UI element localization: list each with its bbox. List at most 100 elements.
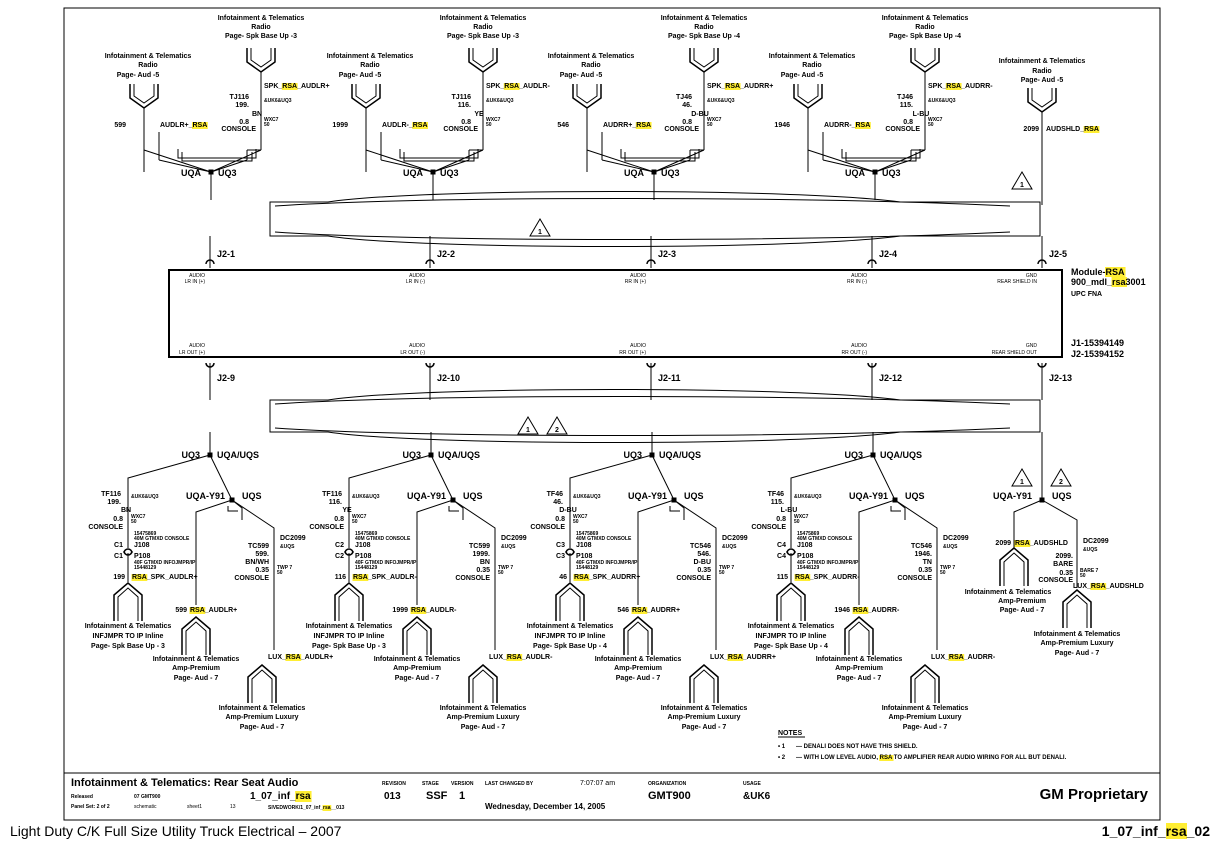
connector-title: INFJMPR TO IP Inline (756, 633, 827, 640)
location: CONSOLE (1038, 577, 1073, 584)
wire-color: BARE (1053, 561, 1073, 568)
splice-id: TF46 (768, 491, 784, 498)
note-mark: • 1 (778, 744, 786, 750)
pin-label: AUDIO (630, 273, 646, 279)
wire (430, 454, 454, 501)
lux-connector-icon-inner (251, 669, 273, 703)
rsa-highlight-box (1111, 277, 1128, 287)
connector-title: Amp-Premium Luxury (446, 714, 519, 721)
label-part: _SPK_AUDRR+ (588, 574, 641, 581)
wire (143, 149, 212, 173)
rsa-highlight: RSA (282, 83, 297, 90)
sheet-label: sheet1 (187, 804, 202, 810)
wire-code: WXC7 (352, 514, 367, 520)
note-number: 2 (1059, 479, 1063, 486)
circuit-number: 115 (777, 574, 788, 581)
shield-bracket (177, 149, 257, 159)
note-1-icon (529, 218, 551, 237)
proprietary-label: GM Proprietary (1040, 786, 1149, 803)
option-uqa-uqs: UQA/UQS (217, 450, 259, 460)
splice-id: TC599 (248, 543, 269, 550)
option-uqa-y91: UQA-Y91 (993, 491, 1032, 501)
label-part: LUX_ (1073, 583, 1091, 590)
label-part: __013 (330, 805, 345, 811)
connector-id: C4 (777, 542, 786, 549)
lux-connector-icon (689, 664, 719, 703)
pin-label: REAR SHIELD OUT (992, 350, 1037, 356)
connector-title: Infotainment & Telematics (440, 15, 527, 22)
connector-title: Infotainment & Telematics (218, 15, 305, 22)
label-part: _AUDRR+ (739, 83, 773, 90)
label-part: _AUDRR- (867, 607, 900, 614)
connector-title: Infotainment & Telematics (527, 623, 614, 630)
label-part: AUDLR+_ (160, 122, 193, 129)
splice-id: TJ116 (452, 94, 472, 101)
connector-j: J108 (797, 542, 813, 549)
circuit-number: 46. (682, 102, 692, 109)
wire-label: SPK_RSA_AUDRR- (928, 83, 993, 90)
pin-label: RR IN (-) (847, 279, 867, 285)
splice-id: DC2099 (1083, 538, 1109, 545)
note-1-icon (1011, 171, 1033, 190)
label-part: _AUDRR- (960, 83, 993, 90)
wire-label: LUX_RSA_AUDSHLD (1073, 583, 1144, 590)
connector-p: P108 (576, 553, 592, 560)
connector-page: Page- Aud -5 (339, 72, 382, 79)
wire (586, 149, 655, 173)
rsa-highlight-box (631, 607, 648, 614)
wire-color: D-BU (559, 507, 577, 514)
connector-j: J108 (355, 542, 371, 549)
label-part: LUX_ (489, 654, 507, 661)
label-part: _AUDLR+ (296, 83, 329, 90)
wire (348, 454, 432, 548)
twist-code: TWP 7 (498, 565, 513, 571)
wire-label: AUDSHLD_RSA (1046, 126, 1099, 133)
page-footer-doc-id: 1_07_inf_rsa_02 (1101, 823, 1210, 839)
option-code: &UK6&UQ3 (928, 98, 956, 104)
option-uq3: UQ3 (181, 450, 200, 460)
version-value: 1 (459, 790, 465, 802)
pin-number: J2-11 (658, 373, 681, 383)
connector-page: Page- Aud - 7 (1000, 607, 1045, 614)
usage-value: &UK6 (743, 791, 771, 802)
rsa-highlight-box (410, 607, 427, 614)
left-connector-icon-inner (355, 84, 377, 104)
inline-connector-icon-inner (780, 587, 802, 621)
pin-label: AUDIO (409, 343, 425, 349)
rsa-highlight: RSA (728, 654, 743, 661)
pin-terminal (1037, 259, 1047, 265)
label-part: LUX_ (268, 654, 286, 661)
option-code: &UK6&UQ3 (352, 494, 380, 500)
location: CONSOLE (676, 575, 711, 582)
label-part: SPK_ (486, 83, 504, 90)
connector-title: Infotainment & Telematics (661, 15, 748, 22)
label-part: _AUDLR- (518, 83, 550, 90)
wire-code: 50 (264, 122, 270, 128)
notes-heading: NOTES (778, 730, 802, 737)
connector-page: Page- Aud -5 (1021, 77, 1064, 84)
wire-code: WXC7 (707, 117, 722, 123)
splice-id: DC2099 (943, 535, 969, 542)
wire-label: RSA_AUDRR+ (632, 607, 680, 614)
connector-desc: 40M GTMXD CONSOLE (797, 536, 853, 542)
connector-title: Amp-Premium (998, 598, 1046, 605)
right-connector-icon-inner (250, 48, 272, 68)
label-part: _AUDSHLD (1029, 540, 1068, 547)
wire-code: WXC7 (486, 117, 501, 123)
circuit-number: 2099 (995, 540, 1011, 547)
location: CONSOLE (443, 126, 478, 133)
wire (210, 159, 248, 173)
pin-terminal (205, 259, 215, 265)
circuit-number: 599. (255, 551, 269, 558)
circuit-number: 2099. (1055, 553, 1073, 560)
rsa-highlight: RSA (1015, 540, 1030, 547)
wire-code: 50 (352, 519, 358, 525)
splice-id: TJ46 (676, 94, 692, 101)
wire-label: RSA_AUDLR+ (190, 607, 237, 614)
shield-bracket (890, 506, 901, 512)
connector-title: Amp-Premium Luxury (1040, 640, 1113, 647)
rsa-highlight: RSA (413, 122, 428, 129)
shield-bracket (624, 152, 696, 162)
rsa-highlight: RSA (853, 607, 868, 614)
